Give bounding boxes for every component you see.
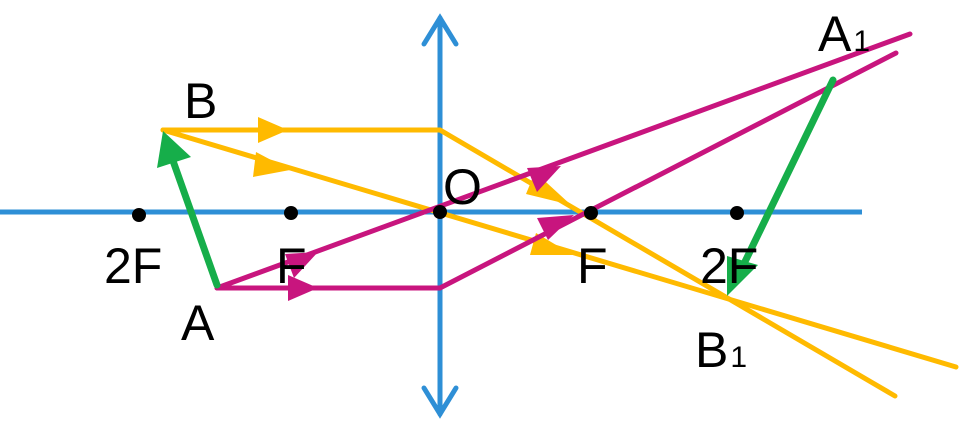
- label-a: A: [181, 295, 215, 351]
- label-b1-letter: B: [695, 322, 728, 378]
- right-f-dot: [584, 206, 598, 220]
- label-b: B: [184, 73, 217, 129]
- label-right-f: F: [577, 238, 608, 294]
- left-f-dot: [284, 206, 298, 220]
- label-left-2f: 2F: [104, 238, 162, 294]
- label-a1: A1: [818, 6, 870, 62]
- magenta-center-ray: [214, 31, 913, 291]
- magenta-ray-arrows: [285, 166, 574, 301]
- yellow-ray-arrows: [253, 117, 573, 255]
- label-a1-subscript: 1: [853, 25, 870, 58]
- label-b1-subscript: 1: [730, 341, 747, 374]
- label-a1-letter: A: [818, 6, 852, 62]
- center-o-dot: [433, 205, 447, 219]
- yellow-parallel-ray: [160, 127, 898, 399]
- label-right-2f: 2F: [700, 238, 758, 294]
- object-arrow: [157, 131, 221, 289]
- left-2f-dot: [132, 208, 146, 222]
- label-b1: B1: [695, 322, 747, 378]
- right-2f-dot: [730, 206, 744, 220]
- focal-points: [132, 205, 744, 222]
- label-center-o: O: [443, 159, 482, 215]
- image-arrow: [727, 76, 837, 296]
- label-left-f: F: [276, 238, 307, 294]
